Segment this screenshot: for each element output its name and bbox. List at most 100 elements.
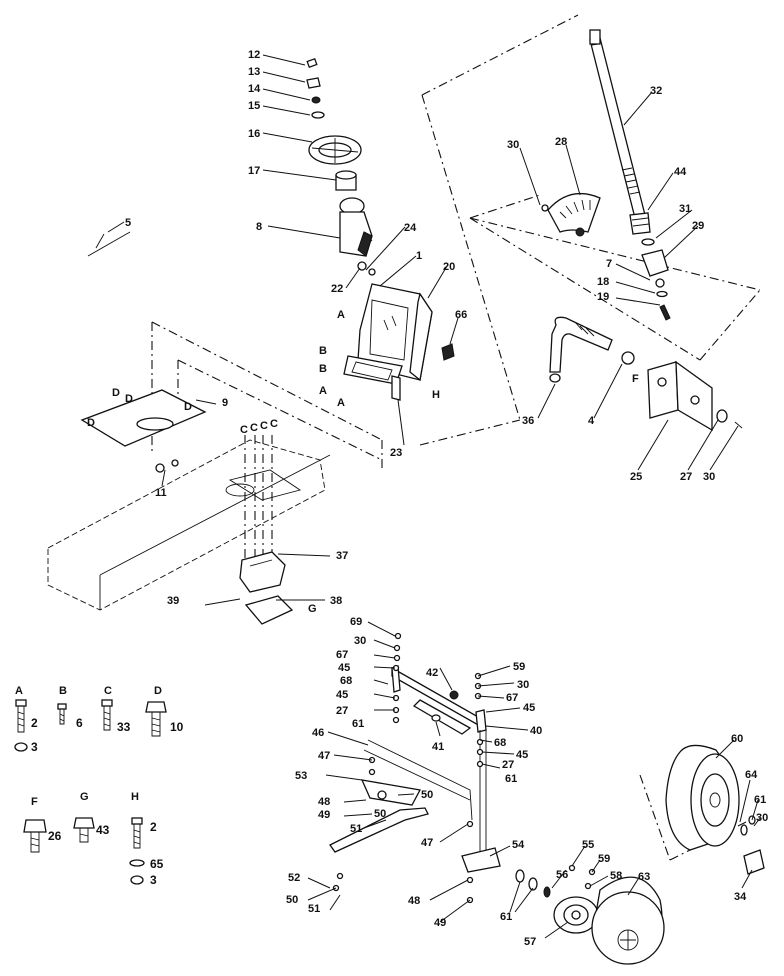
callout-37: 37: [336, 550, 348, 562]
callout-59b: 59: [598, 853, 610, 865]
linkage-hardware: [87, 231, 596, 904]
legend-qty-F: 26: [48, 829, 62, 843]
callout-labels: 12 13 14 15 16 17 8 24 22 1 20 66 23 30 …: [125, 49, 768, 948]
callout-30d: 30: [517, 679, 529, 691]
callout-27a: 27: [680, 471, 692, 483]
callout-16: 16: [248, 128, 260, 140]
legend-letter-D: D: [154, 685, 162, 697]
callout-66: 66: [455, 309, 467, 321]
legend-letter-G: G: [80, 791, 89, 803]
callout-30e: 30: [756, 812, 768, 824]
marker-D-4: D: [87, 417, 95, 429]
callout-68b: 68: [494, 737, 506, 749]
legend-qty-A: 2: [31, 716, 38, 730]
callout-20: 20: [443, 261, 455, 273]
drag-link: [549, 316, 635, 383]
callout-44: 44: [674, 166, 687, 178]
legend-qty-C: 33: [117, 720, 131, 734]
callout-54: 54: [512, 839, 525, 851]
steering-column: [306, 57, 373, 257]
callout-52: 52: [288, 872, 300, 884]
callout-25: 25: [630, 471, 642, 483]
pinion-assembly: [629, 212, 671, 321]
callout-38: 38: [330, 595, 342, 607]
callout-30b: 30: [703, 471, 715, 483]
callout-12: 12: [248, 49, 260, 61]
callout-61c: 61: [500, 911, 512, 923]
callout-59a: 59: [513, 661, 525, 673]
callout-41: 41: [432, 741, 444, 753]
assembly-guide-lines: [151, 14, 761, 861]
callout-28: 28: [555, 136, 567, 148]
callout-31: 31: [679, 203, 691, 215]
legend-letter-H: H: [131, 791, 139, 803]
callout-40: 40: [530, 725, 542, 737]
leader-lines: [107, 54, 761, 939]
callout-36: 36: [522, 415, 534, 427]
callout-5: 5: [125, 217, 131, 229]
steering-shaft: [589, 29, 646, 219]
legend-extra-H: 65: [150, 857, 164, 871]
callout-32: 32: [650, 85, 662, 97]
callout-19: 19: [597, 291, 609, 303]
callout-67b: 67: [506, 692, 518, 704]
sector-gear: [541, 192, 601, 237]
callout-68a: 68: [340, 675, 352, 687]
callout-47a: 47: [318, 750, 330, 762]
callout-45b: 45: [336, 689, 348, 701]
callout-64: 64: [745, 769, 758, 781]
callout-67a: 67: [336, 649, 348, 661]
marker-H: H: [432, 389, 440, 401]
frame-chassis: [47, 389, 331, 611]
marker-A-2: A: [319, 385, 327, 397]
marker-B-2: B: [319, 363, 327, 375]
axle-bracket: [647, 360, 743, 432]
legend-letter-F: F: [31, 796, 38, 808]
callout-61a: 61: [352, 718, 364, 730]
letter-markers: A B B A A H F G D D D D C C C C: [87, 309, 639, 615]
callout-39: 39: [167, 595, 179, 607]
callout-24: 24: [404, 222, 417, 234]
callout-49b: 49: [434, 917, 446, 929]
callout-51a: 51: [350, 823, 362, 835]
hardware-legend-icons: [14, 699, 167, 885]
marker-C-4: C: [270, 418, 278, 430]
callout-7: 7: [606, 258, 612, 270]
callout-30c: 30: [354, 635, 366, 647]
callout-60: 60: [731, 733, 743, 745]
hardware-legend: A 2 3 B 6 C 33 D 10 F 26 G 43 H 2 65 3: [15, 685, 184, 887]
callout-51b: 51: [308, 903, 320, 915]
callout-14: 14: [248, 83, 261, 95]
callout-55: 55: [582, 839, 594, 851]
marker-C-1: C: [240, 424, 248, 436]
legend-extra-A: 3: [31, 740, 38, 754]
callout-15: 15: [248, 100, 260, 112]
callout-18: 18: [597, 276, 609, 288]
marker-C-2: C: [250, 422, 258, 434]
legend-qty-D: 10: [170, 720, 184, 734]
callout-17: 17: [248, 165, 260, 177]
callout-34: 34: [734, 891, 747, 903]
callout-45a: 45: [338, 662, 350, 674]
callout-45d: 45: [516, 749, 528, 761]
marker-B-1: B: [319, 345, 327, 357]
callout-61d: 61: [754, 794, 766, 806]
marker-A-3: A: [337, 397, 345, 409]
callout-42: 42: [426, 667, 438, 679]
callout-47b: 47: [421, 837, 433, 849]
callout-53: 53: [295, 770, 307, 782]
callout-29: 29: [692, 220, 704, 232]
callout-57: 57: [524, 936, 536, 948]
callout-1: 1: [416, 250, 422, 262]
pulley-and-wheel: [515, 869, 665, 965]
callout-50c: 50: [286, 894, 298, 906]
legend-extra2-H: 3: [150, 873, 157, 887]
callout-58: 58: [610, 870, 622, 882]
callout-69: 69: [350, 616, 362, 628]
marker-D-1: D: [112, 387, 120, 399]
callout-13: 13: [248, 66, 260, 78]
marker-D-2: D: [125, 393, 133, 405]
callout-23: 23: [390, 447, 402, 459]
dash-panel: [343, 261, 455, 401]
